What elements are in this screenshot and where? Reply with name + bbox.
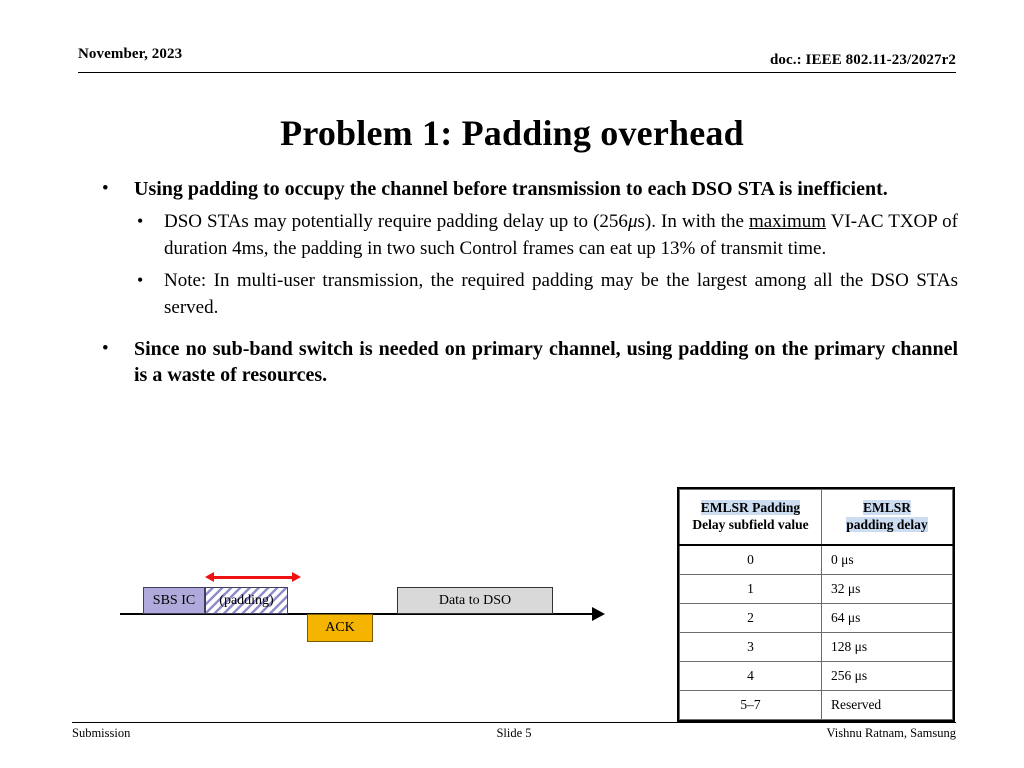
bullet-level1-item: • Using padding to occupy the channel be… bbox=[86, 176, 958, 203]
table-header-line2: Delay subfield value bbox=[692, 517, 809, 532]
emlsr-padding-table: EMLSR Padding Delay subfield value EMLSR… bbox=[677, 487, 955, 722]
arrow-shaft bbox=[212, 576, 294, 579]
frame-padding: (padding) bbox=[205, 587, 288, 614]
cell-padding-delay: Reserved bbox=[820, 690, 954, 720]
page-title: Problem 1: Padding overhead bbox=[280, 113, 744, 153]
sub-bullet-group: • DSO STAs may potentially require paddi… bbox=[86, 209, 958, 322]
frame-padding-label: (padding) bbox=[219, 592, 274, 608]
cell-subfield-value: 2 bbox=[679, 603, 822, 633]
padding-duration-arrow-icon bbox=[205, 572, 301, 584]
footer-author: Vishnu Ratnam, Samsung bbox=[826, 726, 956, 740]
table-row: 2 64 μs bbox=[679, 603, 954, 633]
frame-data-to-dso: Data to DSO bbox=[397, 587, 553, 614]
cell-subfield-value: 5–7 bbox=[679, 690, 822, 720]
timeline-arrow-icon bbox=[592, 607, 605, 621]
table-row: 0 0 μs bbox=[679, 544, 954, 575]
footer-divider bbox=[72, 722, 956, 723]
cell-padding-delay: 64 μs bbox=[820, 603, 954, 633]
table-body: 0 0 μs 1 32 μs 2 64 μs 3 128 μs 4 256 bbox=[679, 544, 954, 720]
bullet-level2-item: • DSO STAs may potentially require paddi… bbox=[131, 209, 958, 263]
timing-diagram: SBS IC (padding) ACK Data to DSO bbox=[112, 556, 612, 666]
frame-ack-label: ACK bbox=[325, 620, 355, 635]
slide-footer: Submission Slide 5 Vishnu Ratnam, Samsun… bbox=[72, 726, 956, 744]
cell-subfield-value: 1 bbox=[679, 574, 822, 604]
bullet-level1-text: Using padding to occupy the channel befo… bbox=[134, 178, 888, 200]
table-header-line1: EMLSR Padding bbox=[700, 500, 801, 516]
bullet-marker-icon: • bbox=[102, 178, 109, 199]
arrow-head-right-icon bbox=[292, 572, 301, 582]
sub-bullet-text-part3: VI-AC TXOP of duration 4ms, the padding … bbox=[164, 210, 958, 259]
bullet-level2-item: • Note: In multi-user transmission, the … bbox=[131, 268, 958, 322]
frame-sbs-ic-label: SBS IC bbox=[152, 592, 196, 608]
footer-slide-number: Slide 5 bbox=[496, 726, 532, 740]
slide-header: November, 2023 doc.: IEEE 802.11-23/2027… bbox=[78, 46, 956, 73]
frame-ack: ACK bbox=[307, 614, 373, 642]
table-header-cell-padding-delay: EMLSR padding delay bbox=[820, 489, 954, 546]
sub-bullet-text-underlined: maximum bbox=[748, 210, 827, 232]
cell-padding-delay: 128 μs bbox=[820, 632, 954, 662]
frame-sbs-ic: SBS IC bbox=[143, 587, 205, 614]
table-row: 4 256 μs bbox=[679, 661, 954, 691]
table-header-row: EMLSR Padding Delay subfield value EMLSR… bbox=[679, 489, 954, 546]
table-header-cell-subfield-value: EMLSR Padding Delay subfield value bbox=[679, 489, 822, 546]
cell-subfield-value: 4 bbox=[679, 661, 822, 691]
body-content: • Using padding to occupy the channel be… bbox=[86, 176, 958, 395]
table-row: 5–7 Reserved bbox=[679, 690, 954, 720]
cell-padding-delay: 256 μs bbox=[820, 661, 954, 691]
header-date: November, 2023 bbox=[78, 46, 183, 62]
header-divider bbox=[78, 72, 956, 73]
footer-left-text: Submission bbox=[72, 726, 131, 740]
table-header-line1: EMLSR bbox=[862, 500, 911, 516]
cell-subfield-value: 3 bbox=[679, 632, 822, 662]
cell-padding-delay: 0 μs bbox=[820, 544, 954, 575]
arrow-head-left-icon bbox=[205, 572, 214, 582]
bullet-level1-item: • Since no sub-band switch is needed on … bbox=[86, 336, 958, 390]
bullet-marker-icon: • bbox=[102, 337, 109, 359]
table-row: 1 32 μs bbox=[679, 574, 954, 604]
frame-data-to-dso-label: Data to DSO bbox=[438, 592, 512, 608]
bullet-marker-icon: • bbox=[137, 210, 144, 231]
micro-symbol: μ bbox=[627, 210, 638, 232]
table-row: 3 128 μs bbox=[679, 632, 954, 662]
table-header-line2: padding delay bbox=[846, 517, 928, 532]
sub-bullet-text-part1: DSO STAs may potentially require padding… bbox=[164, 210, 628, 232]
bullet-marker-icon: • bbox=[137, 269, 144, 290]
cell-subfield-value: 0 bbox=[679, 544, 822, 575]
sub-bullet-text-part2: s). In with the bbox=[637, 210, 749, 232]
cell-padding-delay: 32 μs bbox=[820, 574, 954, 604]
bullet-level1-text: Since no sub-band switch is needed on pr… bbox=[134, 337, 958, 387]
header-doc-id: doc.: IEEE 802.11-23/2027r2 bbox=[769, 52, 956, 68]
sub-bullet-note-text: Note: In multi-user transmission, the re… bbox=[164, 269, 958, 318]
